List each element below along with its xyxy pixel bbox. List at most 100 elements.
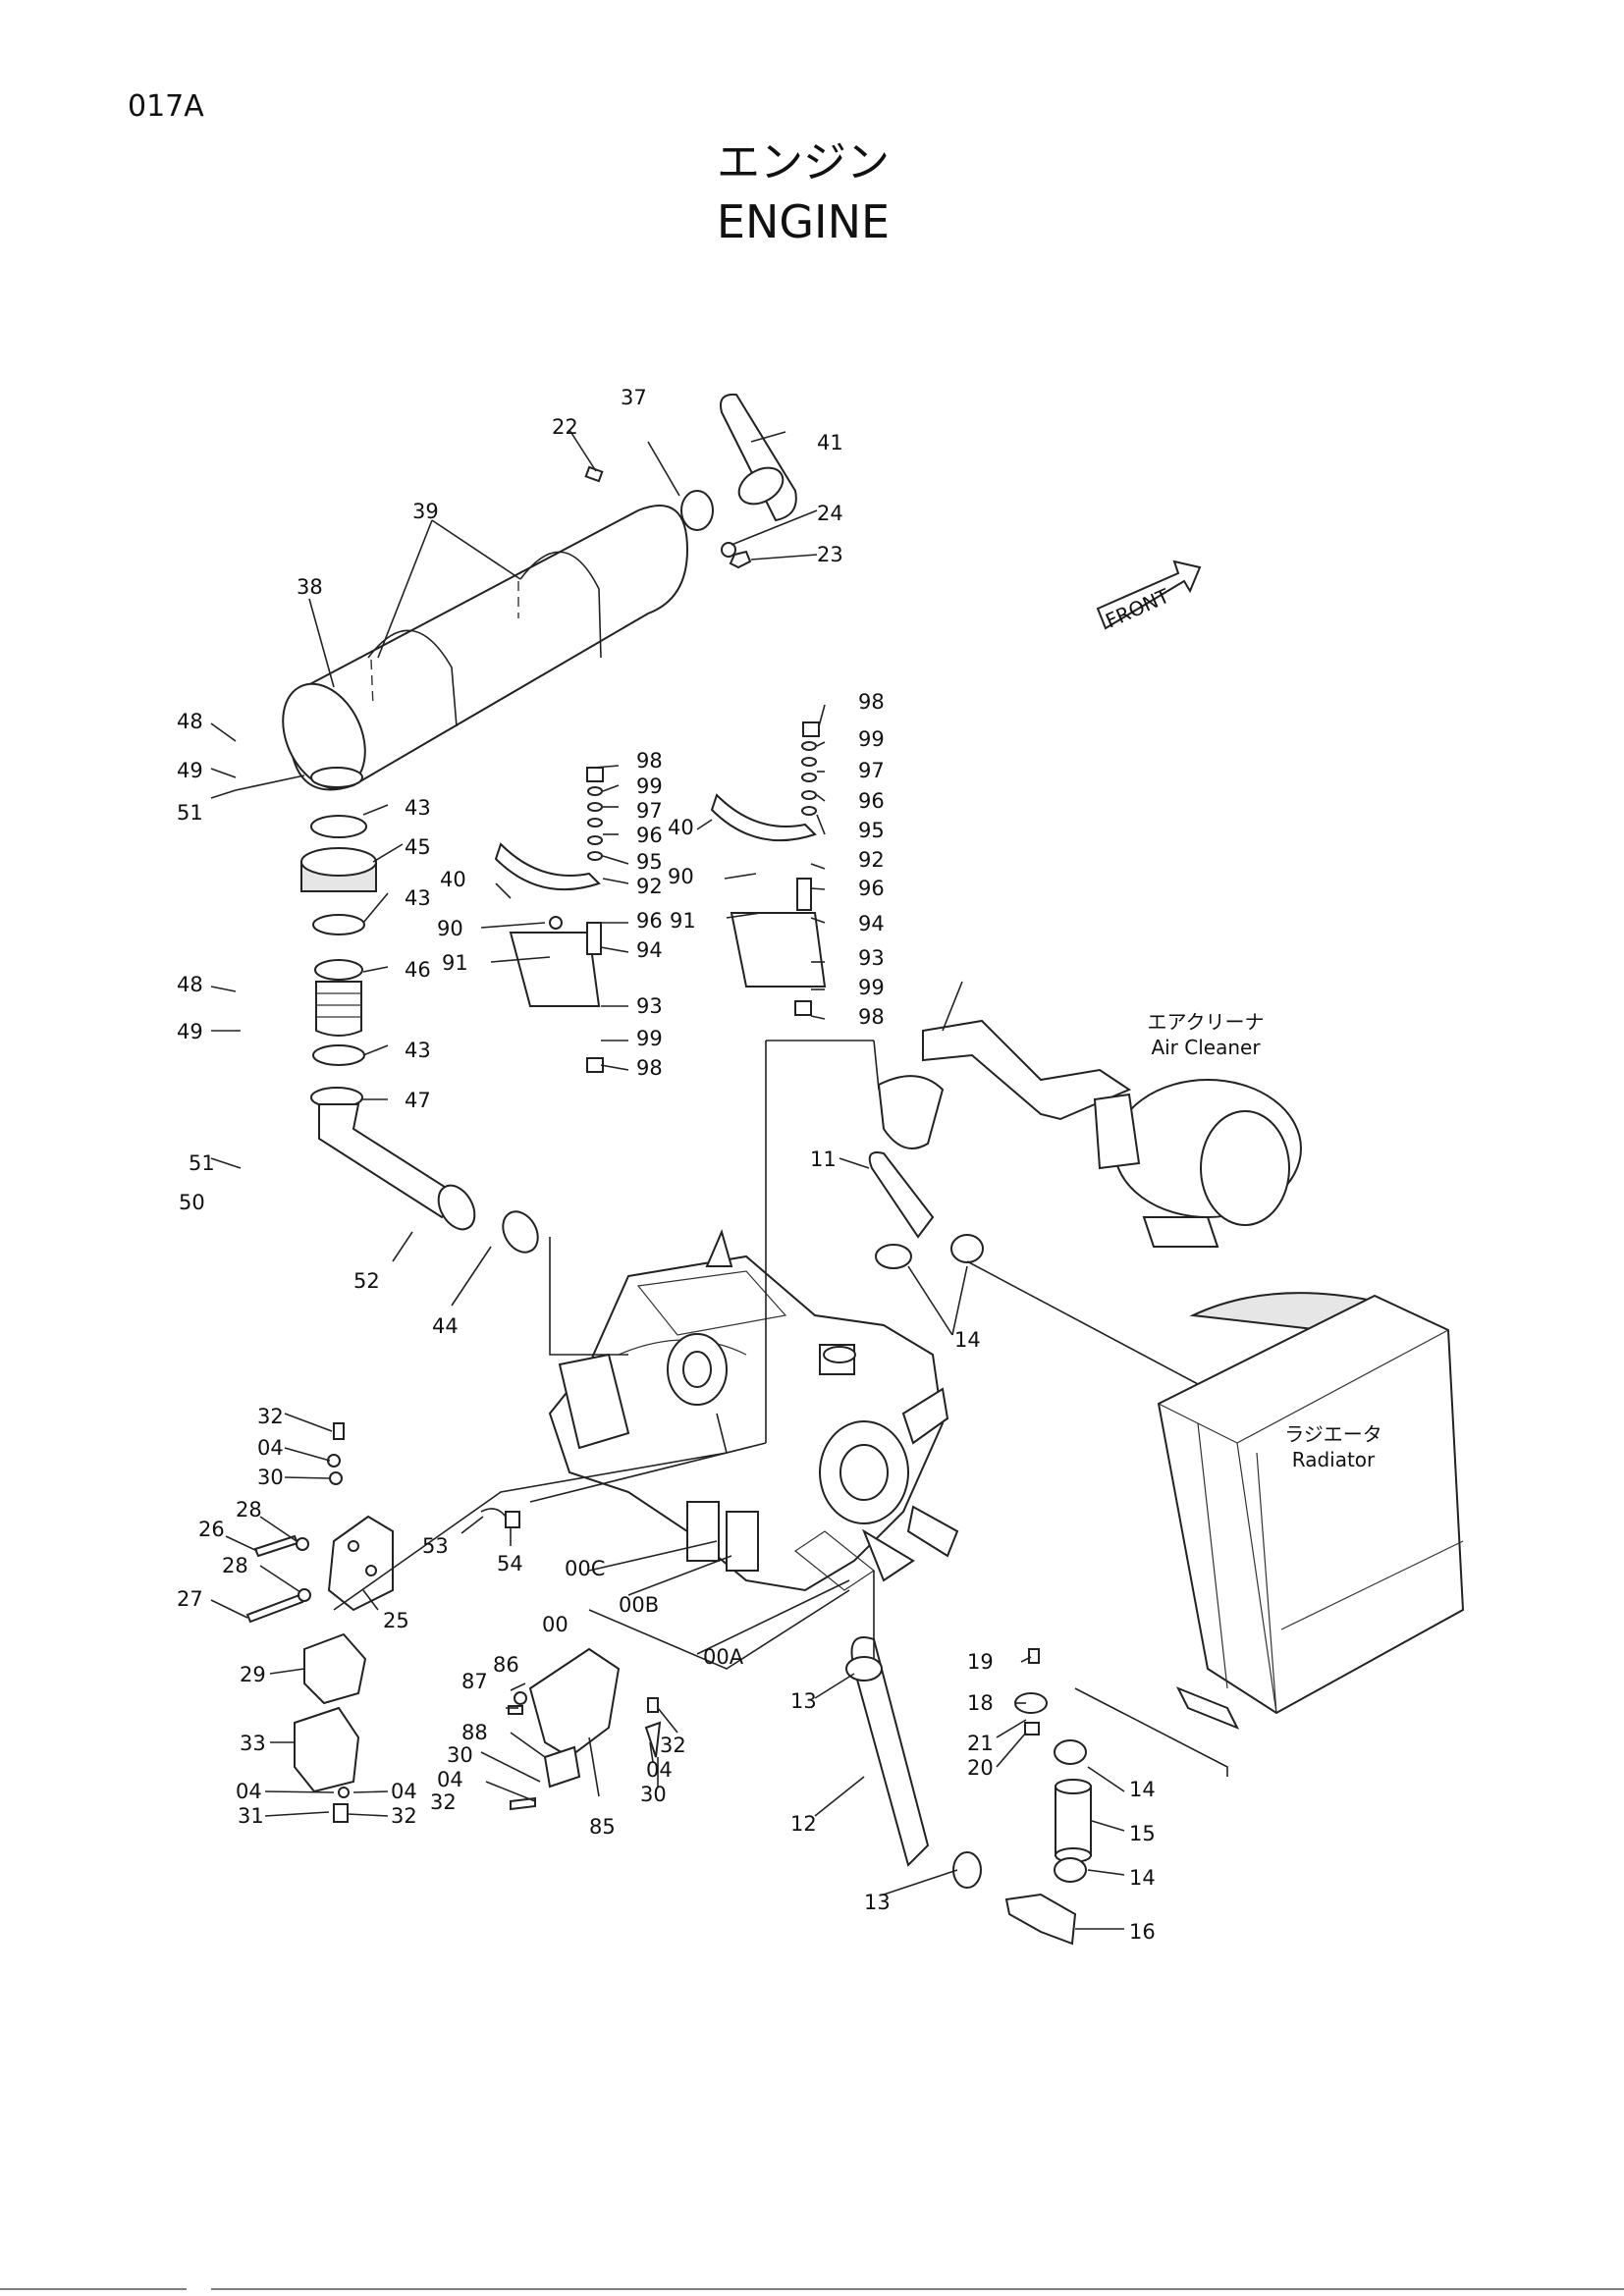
part-label: 28: [222, 1554, 248, 1577]
part-label: 96: [636, 909, 663, 933]
part-label: 00: [542, 1613, 568, 1636]
part-label: 51: [189, 1151, 215, 1175]
small-parts-icon: [480, 1508, 520, 1528]
part-label: 44: [432, 1314, 459, 1338]
part-label: 30: [257, 1466, 284, 1489]
part-label: 49: [177, 759, 203, 782]
part-label: 91: [670, 909, 696, 933]
part-label: 15: [1129, 1822, 1156, 1845]
muffler-icon: [282, 505, 689, 791]
part-label: 93: [636, 994, 663, 1018]
part-label: 39: [412, 500, 439, 523]
radiator-icon: [1157, 1292, 1465, 1730]
part-label: 40: [668, 816, 694, 839]
part-label: 96: [858, 789, 885, 813]
muffler-bracket-right-icon: [710, 793, 827, 988]
part-label: 32: [257, 1405, 284, 1428]
part-label: 46: [405, 958, 431, 982]
muffler-bands-icon: [367, 551, 602, 727]
part-label: 43: [405, 796, 431, 820]
part-label: 95: [636, 850, 663, 874]
engine-block-icon: [548, 1229, 959, 1592]
part-label: 04: [257, 1436, 284, 1460]
part-label: 32: [391, 1804, 417, 1828]
part-label: 96: [858, 877, 885, 900]
part-label: 98: [858, 1005, 885, 1029]
title-japanese: エンジン: [717, 137, 890, 187]
part-label: 97: [636, 799, 663, 823]
part-label: 19: [967, 1650, 994, 1674]
part-label: 16: [1129, 1920, 1156, 1944]
part-label: 04: [646, 1758, 673, 1782]
part-label: 98: [858, 690, 885, 714]
part-label: 99: [858, 727, 885, 751]
part-label: 41: [817, 431, 843, 454]
part-label: 13: [864, 1891, 891, 1914]
part-label: 92: [636, 875, 663, 898]
part-label: 30: [447, 1743, 473, 1767]
part-label: 91: [442, 951, 468, 975]
radiator-label-jp: ラジエータ: [1284, 1422, 1382, 1446]
part-label: 45: [405, 835, 431, 859]
part-label: 90: [437, 917, 463, 940]
part-label: 24: [817, 502, 843, 525]
part-label: 18: [967, 1691, 994, 1715]
part-label: 98: [636, 1056, 663, 1080]
page-code: 017A: [128, 89, 204, 124]
muffler-bracket-left-icon: [494, 842, 602, 1007]
part-label: 95: [858, 819, 885, 842]
front-arrow-icon: FRONT: [1096, 560, 1202, 633]
part-label: 14: [954, 1328, 981, 1352]
part-label: 54: [497, 1552, 523, 1575]
part-label: 04: [391, 1780, 417, 1803]
part-label: 43: [405, 886, 431, 910]
part-label: 28: [236, 1498, 262, 1522]
part-label: 85: [589, 1815, 616, 1839]
part-label: 32: [430, 1790, 457, 1814]
part-label: 32: [660, 1734, 686, 1757]
part-label: 25: [383, 1609, 409, 1632]
flange-stack-icon: [300, 767, 377, 1108]
part-label: 00A: [703, 1645, 744, 1669]
intake-hose-icon: [868, 1151, 984, 1269]
part-label: 86: [493, 1653, 519, 1677]
part-label: 23: [817, 543, 843, 566]
part-label: 92: [858, 848, 885, 872]
leader-lines: [210, 429, 1228, 1930]
part-label: 90: [668, 865, 694, 888]
part-label: 94: [636, 938, 663, 962]
part-label: 26: [198, 1518, 225, 1541]
clamp-icon: [584, 465, 752, 569]
part-label: 27: [177, 1587, 203, 1611]
air-cleaner-label-en: Air Cleaner: [1151, 1036, 1261, 1059]
air-cleaner-label-jp: エアクリーナ: [1148, 1010, 1265, 1034]
part-label: 87: [461, 1670, 488, 1693]
part-number-labels: 37 22 41 39 24 23 38 48 49 51 43 45 43 4…: [177, 386, 1156, 1944]
part-label: 14: [1129, 1866, 1156, 1890]
part-label: 94: [858, 912, 885, 935]
part-label: 13: [790, 1689, 817, 1713]
part-label: 51: [177, 801, 203, 825]
part-label: 99: [636, 774, 663, 798]
coolant-hoses-icon: [845, 1636, 1092, 1946]
part-label: 53: [422, 1534, 449, 1558]
part-label: 47: [405, 1089, 431, 1112]
title-english: ENGINE: [717, 195, 890, 248]
part-label: 97: [858, 759, 885, 782]
part-label: 49: [177, 1020, 203, 1043]
part-label: 04: [236, 1780, 262, 1803]
part-label: 12: [790, 1812, 817, 1836]
radiator-label-en: Radiator: [1292, 1448, 1376, 1471]
part-label: 98: [636, 749, 663, 773]
mount-bracket-icon: [508, 1647, 662, 1811]
part-label: 33: [240, 1732, 266, 1755]
part-label: 38: [297, 575, 323, 599]
part-label: 11: [810, 1148, 837, 1171]
part-label: 99: [636, 1027, 663, 1050]
tail-pipe-icon: [720, 393, 797, 522]
fastener-stack-icon: [586, 721, 820, 1073]
part-label: 52: [353, 1269, 380, 1293]
part-label: 48: [177, 973, 203, 996]
part-label: 29: [240, 1663, 266, 1686]
